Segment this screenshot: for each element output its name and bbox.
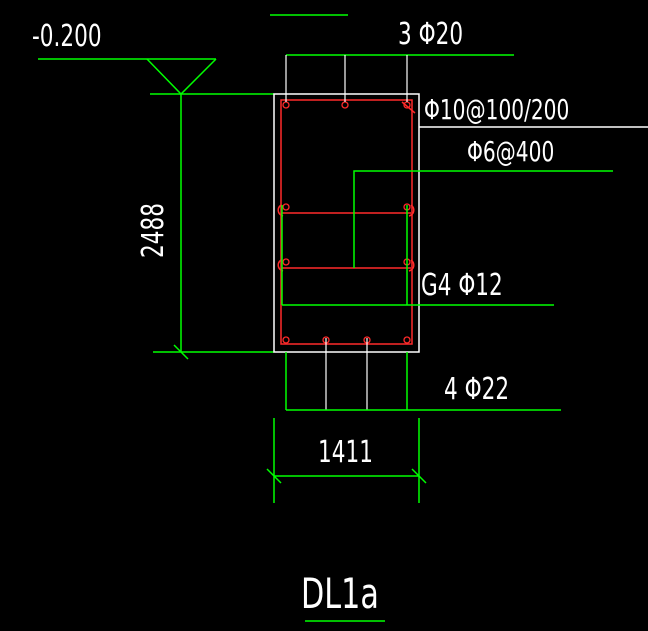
top-bar-2 — [341, 101, 349, 109]
elevation-marker: -0.200 — [32, 20, 274, 96]
stirrup-leader: Φ10@100/200 — [419, 93, 648, 128]
bottom-bars-label: 4 Φ22 — [444, 373, 509, 407]
tie-bars-leader: Φ6@400 — [353, 135, 613, 268]
width-label: 1411 — [318, 436, 373, 470]
side-bars-label: G4 Φ12 — [421, 269, 503, 303]
tie-bars-label: Φ6@400 — [467, 135, 554, 168]
top-bar-1 — [282, 101, 290, 109]
top-bars-label: 3 Φ20 — [398, 18, 463, 52]
section-title-text: DL1a — [301, 569, 379, 618]
height-label: 2488 — [137, 203, 171, 258]
top-bars-leader: 3 Φ20 — [285, 18, 514, 102]
height-dimension: 2488 — [137, 94, 274, 360]
elevation-label: -0.200 — [32, 20, 102, 54]
rebar-dots — [282, 101, 411, 344]
rebar-cage — [277, 99, 416, 345]
side-bar-1 — [282, 203, 290, 211]
width-dimension: 1411 — [266, 418, 427, 503]
bottom-bars-leader: 4 Φ22 — [285, 338, 561, 411]
stirrup-label: Φ10@100/200 — [424, 93, 569, 126]
bottom-bar-4 — [403, 336, 411, 344]
side-bar-3 — [282, 258, 290, 266]
section-title: DL1a — [301, 569, 385, 622]
beam-outline — [273, 93, 420, 353]
bottom-bar-1 — [282, 336, 290, 344]
side-bars-leader: G4 Φ12 — [281, 205, 554, 306]
